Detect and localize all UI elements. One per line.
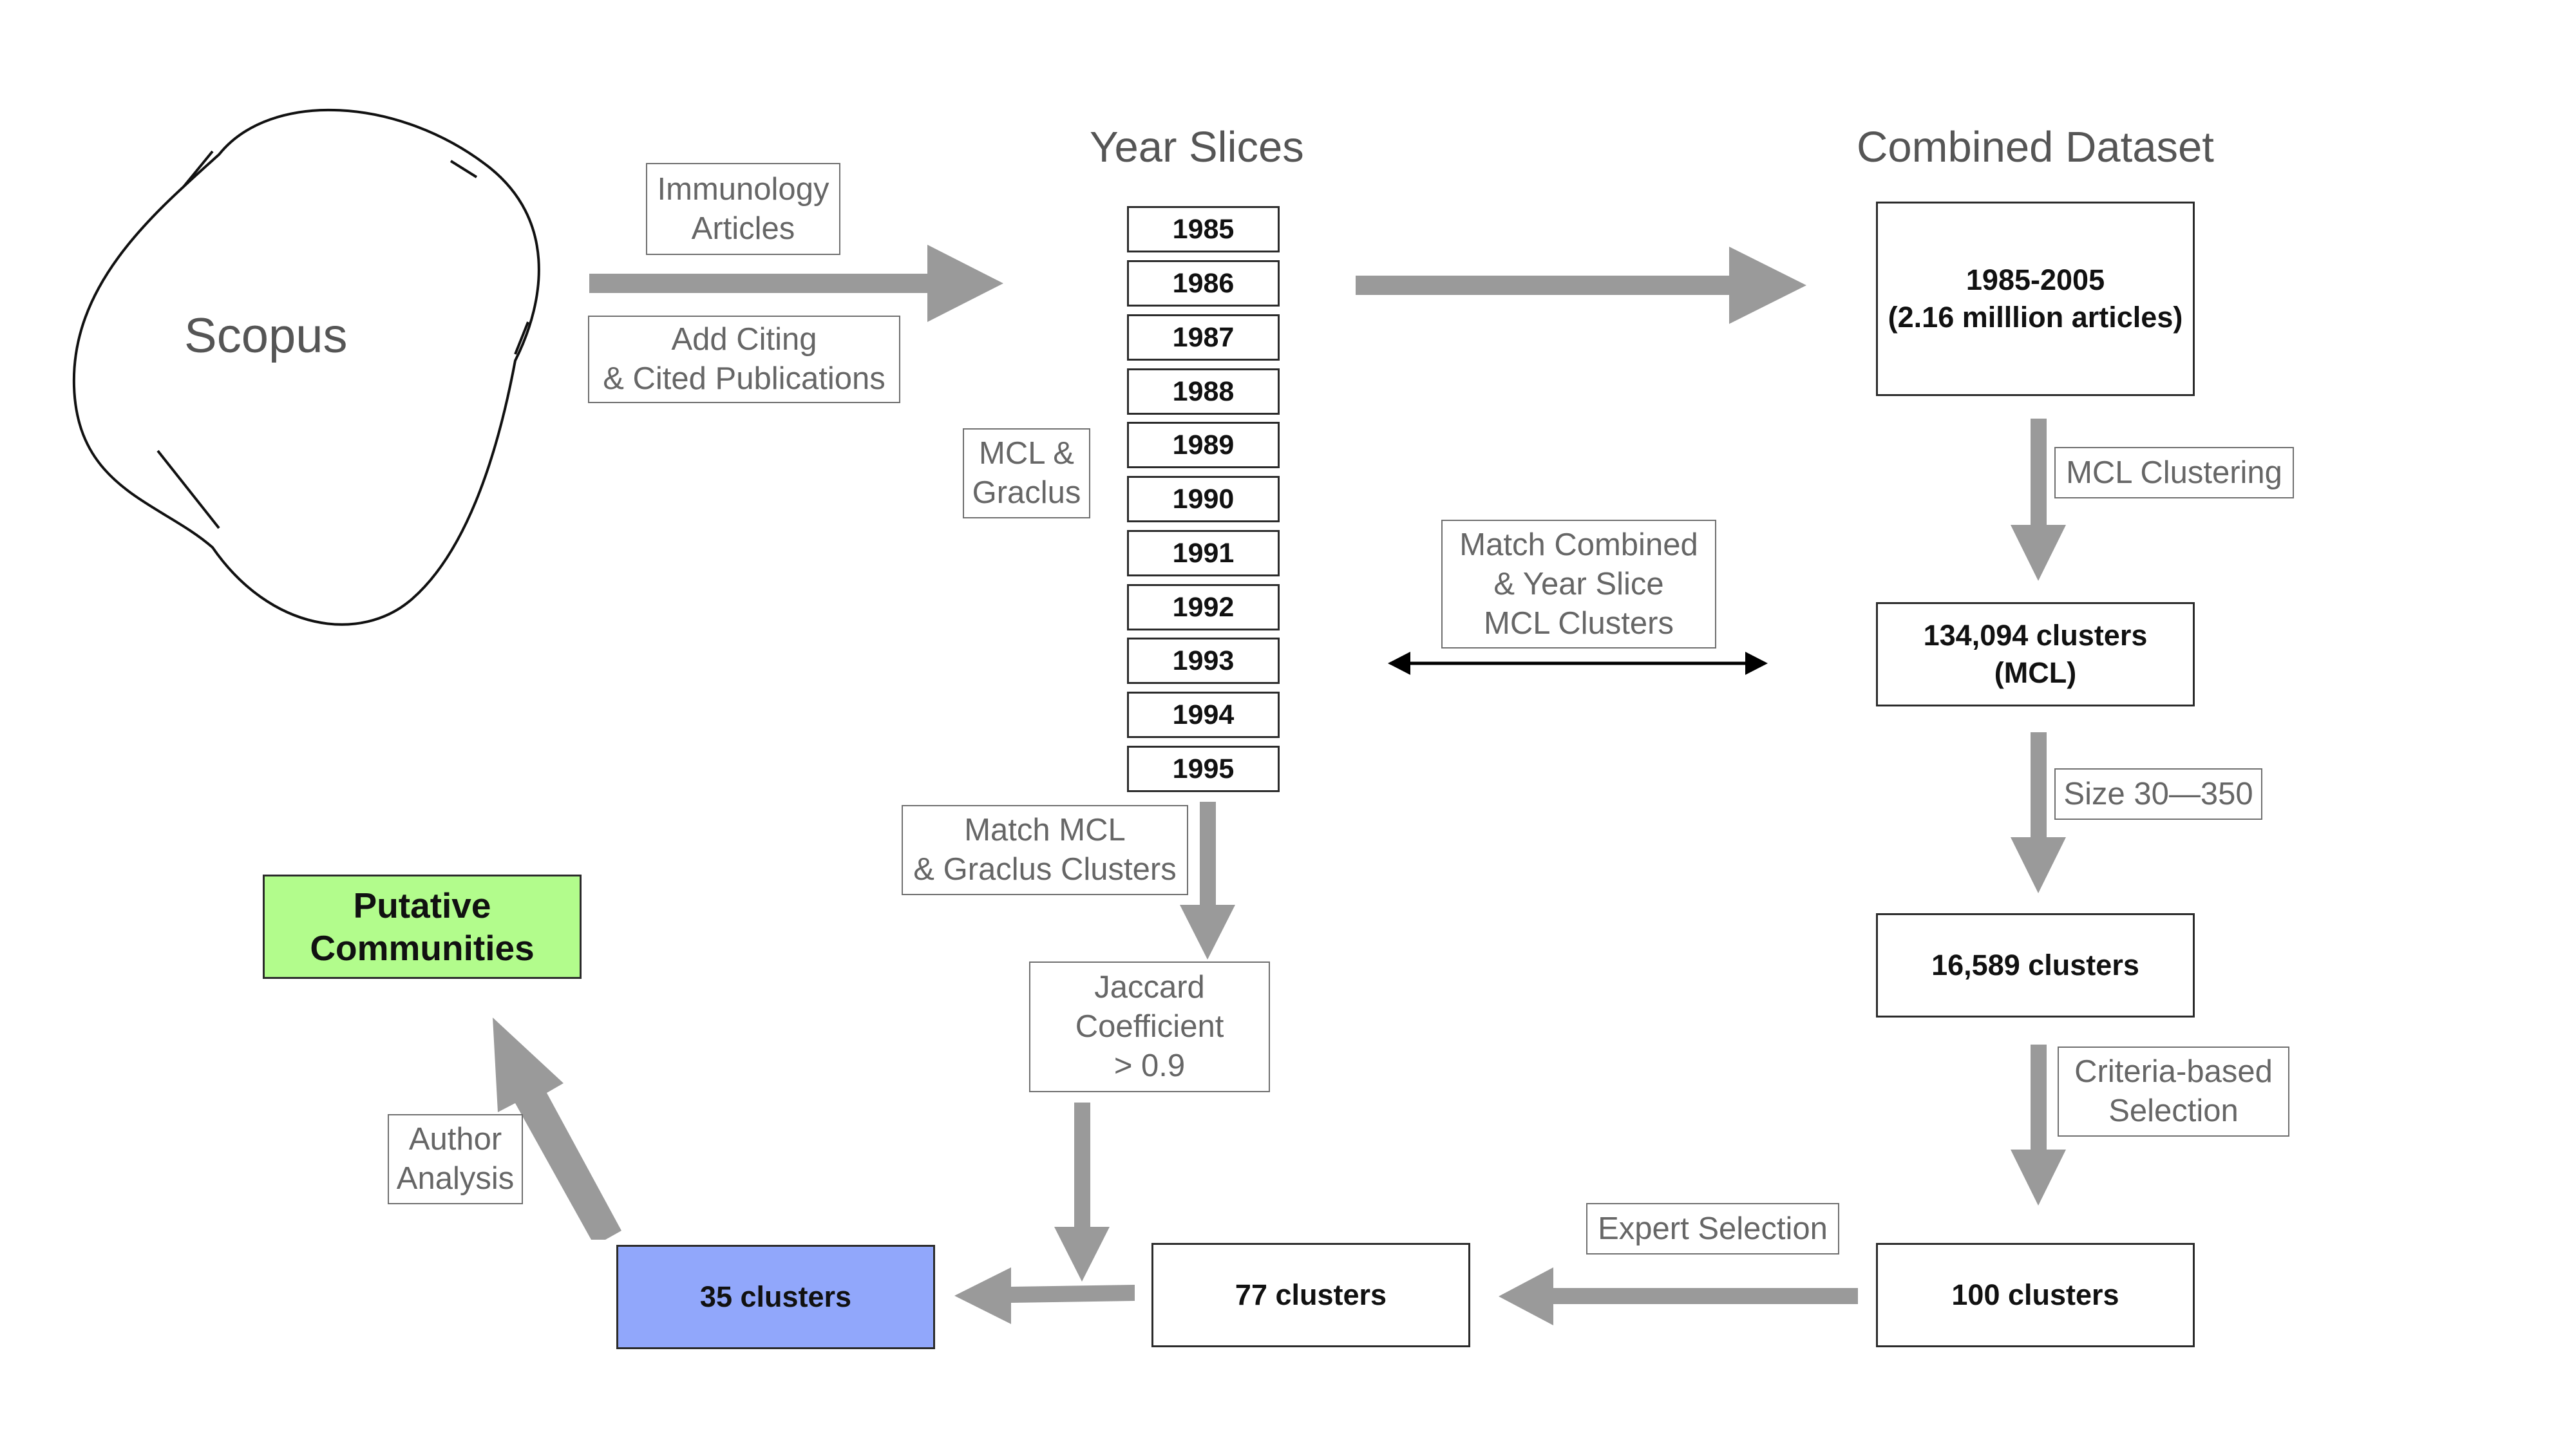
size-to-hundred-arrow (2011, 1045, 2066, 1206)
year-slice: 1989 (1127, 422, 1280, 468)
scopus-blob-outline (72, 108, 540, 626)
hundred-clusters-node: 100 clusters (1876, 1243, 2195, 1347)
combined-dataset-node: 1985-2005 (2.16 milllion articles) (1876, 202, 2195, 396)
combined-to-mcl-arrow (2011, 419, 2066, 581)
year-slice: 1985 (1127, 206, 1280, 252)
jaccard-coefficient-label: Jaccard Coefficient > 0.9 (1029, 961, 1270, 1092)
year-slice: 1995 (1127, 746, 1280, 792)
year-slice: 1986 (1127, 260, 1280, 307)
year-slice: 1988 (1127, 368, 1280, 415)
year-slice: 1990 (1127, 476, 1280, 522)
thirty-five-clusters-node: 35 clusters (616, 1245, 935, 1349)
hundred-to-77-arrow (1499, 1267, 1858, 1325)
years-to-jaccard-arrow (1180, 802, 1235, 960)
jaccard-to-35-arrow (1054, 1103, 1110, 1282)
add-citing-label: Add Citing & Cited Publications (588, 316, 900, 403)
scopus-label: Scopus (184, 308, 348, 363)
criteria-selection-label: Criteria-based Selection (2058, 1046, 2289, 1137)
35-to-putative-arrow (493, 1018, 621, 1240)
seventy-seven-clusters-node: 77 clusters (1151, 1243, 1470, 1347)
putative-communities-node: Putative Communities (263, 875, 582, 979)
year-slices-heading: Year Slices (1090, 123, 1304, 171)
scopus-blob-stroke-mark (182, 150, 214, 188)
scopus-blob-stroke-mark (514, 321, 529, 355)
immunology-articles-label: Immunology Articles (646, 163, 840, 255)
mcl-clustering-label: MCL Clustering (2054, 447, 2294, 498)
years-to-combined-arrow (1356, 247, 1806, 324)
scopus-to-years-arrow (589, 245, 1003, 322)
combined-dataset-heading: Combined Dataset (1857, 123, 2214, 171)
year-slice: 1994 (1127, 692, 1280, 738)
match-mcl-graclus-label: Match MCL & Graclus Clusters (902, 805, 1188, 895)
scopus-blob-stroke-mark (450, 160, 478, 178)
mcl-to-size-arrow (2011, 732, 2066, 893)
77-to-35-arrow (954, 1267, 1135, 1324)
size-filtered-clusters-node: 16,589 clusters (1876, 913, 2195, 1018)
match-double-arrow-right-head (1745, 652, 1768, 675)
year-slice: 1987 (1127, 314, 1280, 361)
mcl-graclus-label: MCL & Graclus (963, 428, 1090, 518)
author-analysis-label: Author Analysis (388, 1114, 523, 1204)
expert-selection-label: Expert Selection (1586, 1203, 1839, 1255)
match-combined-label: Match Combined & Year Slice MCL Clusters (1441, 520, 1716, 649)
year-slice: 1992 (1127, 584, 1280, 630)
size-filter-label: Size 30—350 (2054, 768, 2262, 820)
match-double-arrow-left-head (1388, 652, 1410, 675)
mcl-clusters-node: 134,094 clusters (MCL) (1876, 602, 2195, 706)
scopus-blob-stroke-mark (156, 450, 220, 529)
year-slice: 1993 (1127, 638, 1280, 684)
year-slice: 1991 (1127, 530, 1280, 576)
